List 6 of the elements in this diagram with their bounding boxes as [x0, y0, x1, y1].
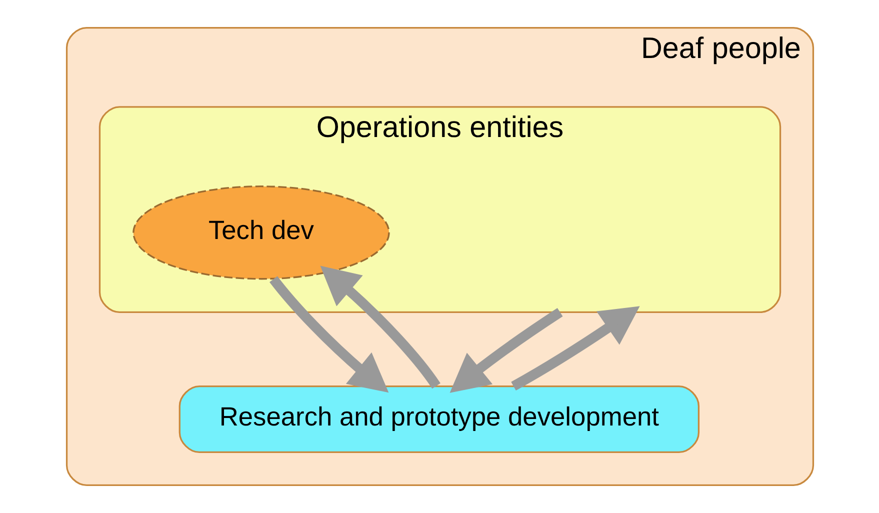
- arrow: [510, 306, 640, 391]
- arrow: [320, 266, 440, 389]
- node-box: Research and prototype development: [178, 386, 700, 454]
- arrow: [449, 308, 562, 393]
- node-ellipse: Tech dev: [132, 186, 390, 280]
- arrow: [269, 276, 388, 393]
